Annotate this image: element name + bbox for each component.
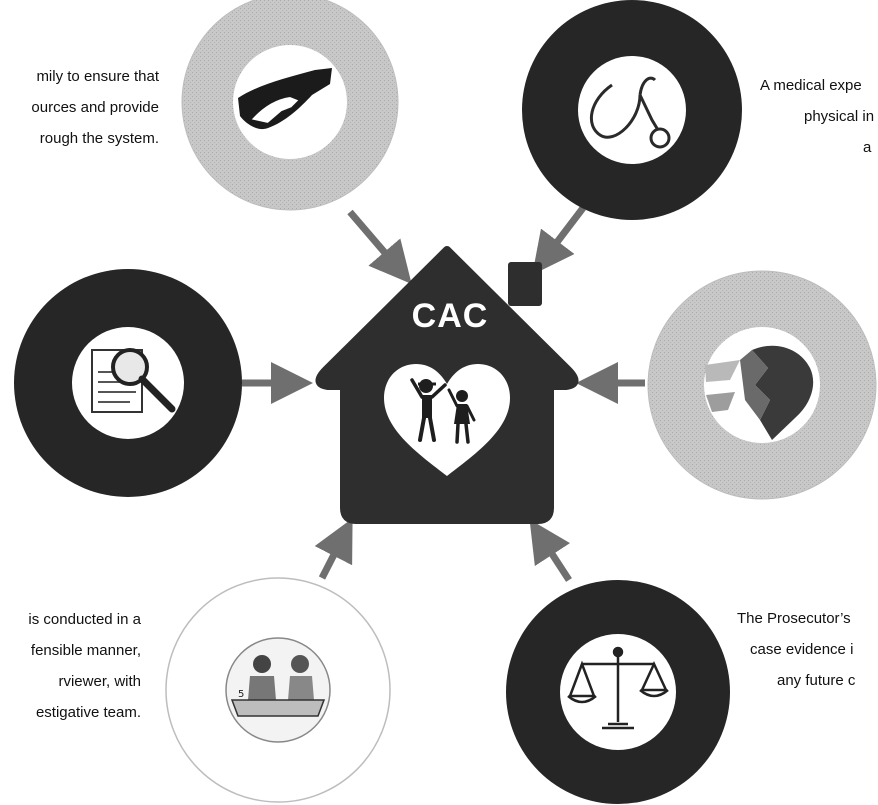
arrow-medical	[532, 205, 586, 275]
caption-advocate: mily to ensure that ources and provide r…	[31, 61, 159, 154]
node-forensic-interview: 5	[165, 577, 391, 803]
connector-arrows	[242, 205, 645, 582]
node-prosecutor	[506, 580, 730, 804]
helping-hands-icon	[238, 68, 332, 130]
broken-heart-icon	[705, 345, 814, 440]
caption-line: is conducted in a	[28, 611, 141, 628]
caption-line: case evidence i	[750, 641, 854, 658]
scales-of-justice-icon	[567, 646, 669, 730]
magnifying-glass-document-icon	[91, 348, 176, 413]
caption-line: ources and provide	[31, 99, 159, 116]
arrow-forensic-interview	[314, 518, 353, 580]
node-mental-health	[647, 270, 877, 500]
node-law-enforcement	[14, 269, 242, 497]
house-title: CAC	[411, 297, 489, 335]
cac-house	[315, 246, 579, 524]
caption-line: a	[863, 139, 872, 156]
caption-line: rough the system.	[39, 130, 159, 147]
caption-line: physical in	[804, 108, 875, 125]
arrow-prosecutor	[529, 519, 572, 582]
caption-prosecutor: The Prosecutor’s case evidence i any fut…	[737, 603, 855, 696]
caption-medical: A medical expe physical in a	[760, 70, 874, 163]
node-medical	[522, 0, 742, 220]
children-icon	[410, 378, 476, 444]
caption-line: estigative team.	[35, 704, 141, 721]
interview-table-icon: 5	[230, 655, 326, 717]
arrow-advocate	[347, 209, 412, 284]
stethoscope-icon	[590, 76, 671, 149]
caption-forensic-interview: is conducted in a fensible manner, rview…	[28, 604, 141, 728]
caption-line: rviewer, with	[58, 673, 141, 690]
caption-line: mily to ensure that	[36, 68, 159, 85]
caption-line: fensible manner,	[30, 642, 141, 659]
caption-line: The Prosecutor’s	[737, 610, 851, 627]
node-advocate	[181, 0, 399, 211]
caption-line: any future c	[777, 672, 856, 689]
heart-icon	[384, 364, 510, 476]
caption-line: A medical expe	[760, 77, 862, 94]
svg-text:5: 5	[238, 689, 244, 700]
